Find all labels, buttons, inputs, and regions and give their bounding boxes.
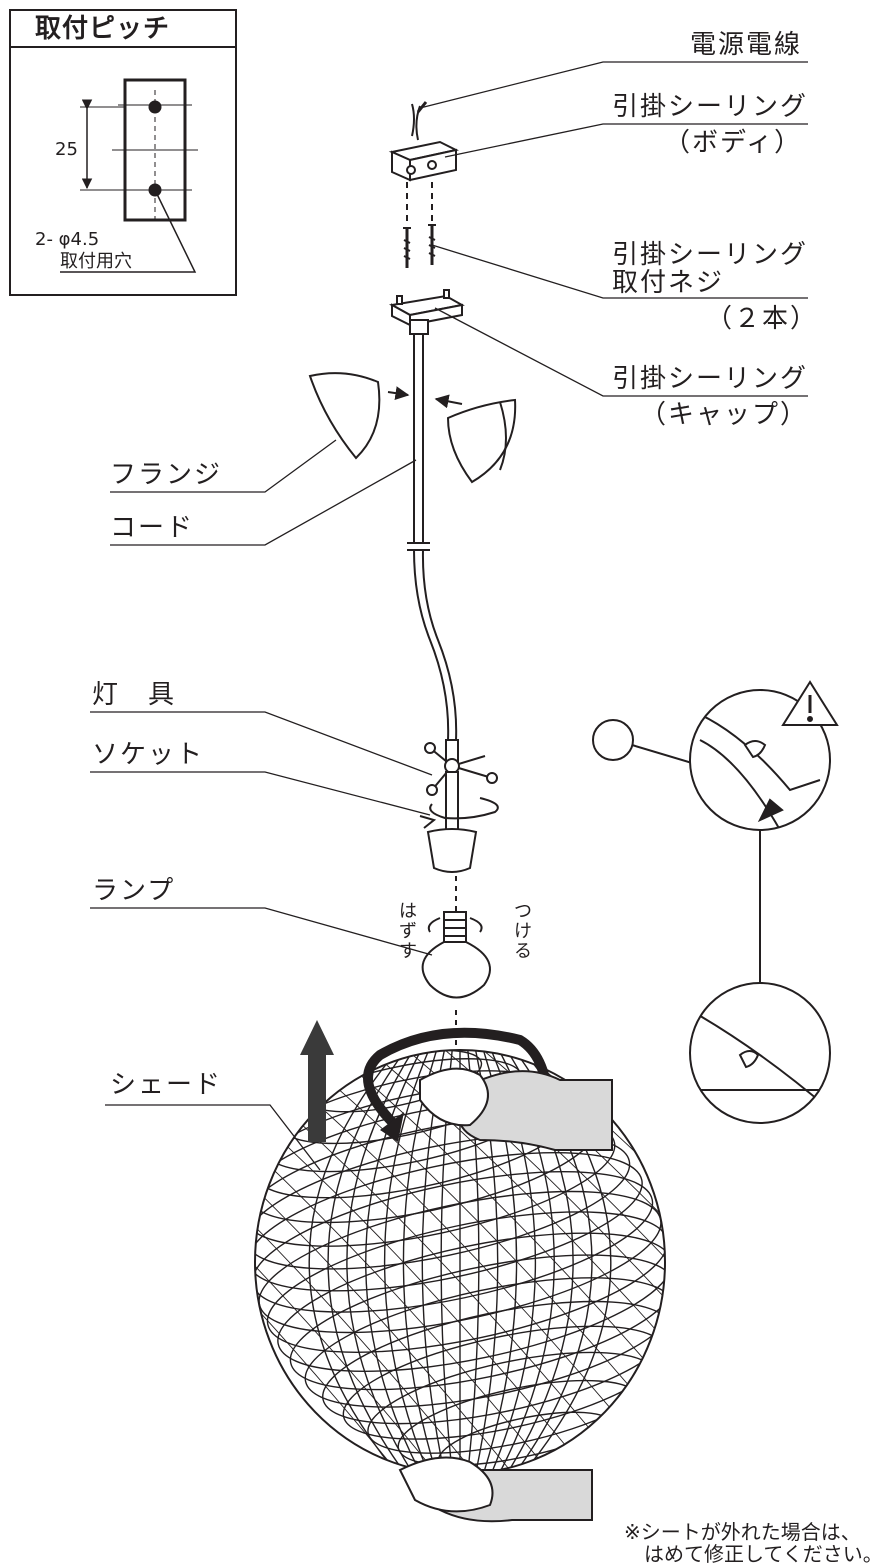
flange-halves (308, 372, 517, 484)
shade-rib (383, 1050, 430, 1474)
label-ceiling-cap-sub: （キャップ） (640, 400, 809, 430)
ceiling-cap (389, 289, 465, 335)
fixture-body (419, 739, 499, 873)
label-flange: フランジ (110, 460, 223, 490)
shade-diagonal (255, 1050, 362, 1474)
shade-band (277, 1232, 665, 1372)
note-line-2: はめて修正してください。 (644, 1542, 883, 1566)
shade-band (255, 1133, 631, 1270)
cord-upper (407, 334, 458, 741)
shade-diagonal (255, 1050, 514, 1474)
label-power-wire: 電源電線 (690, 30, 803, 60)
detail-zoom (592, 689, 831, 1124)
shade-diagonal (255, 1050, 400, 1474)
label-ceiling-cap: 引掛シーリング (612, 364, 809, 394)
shade-band (266, 1211, 665, 1353)
label-ceiling-screw-sub: 取付ネジ (612, 268, 725, 298)
label-socket: ソケット (92, 740, 205, 770)
lower-hand (398, 1456, 593, 1523)
label-lamp: ランプ (92, 876, 176, 906)
ceiling-body (388, 140, 459, 182)
mounting-pitch-box (9, 9, 237, 296)
shade-diagonal (255, 1050, 286, 1474)
shade-band (342, 1325, 665, 1440)
leader-lines (90, 61, 808, 1171)
lift-arrow (300, 1020, 334, 1142)
power-wire (411, 101, 428, 141)
pitch-title: 取付ピッチ (35, 14, 171, 44)
shade-diagonal (255, 1050, 552, 1474)
label-ceiling-body-sub: （ボディ） (664, 128, 803, 158)
note-line-1: ※シートが外れた場合は、 (624, 1520, 861, 1544)
shade-rib (308, 1050, 399, 1474)
shade-band (322, 1300, 665, 1425)
mount-screws (403, 182, 436, 268)
label-remove: はずす (399, 901, 417, 962)
shade-band (255, 1152, 643, 1292)
shade-diagonal (330, 1050, 665, 1474)
shade-diagonal (255, 1050, 324, 1474)
label-ceiling-screw: 引掛シーリング (612, 240, 809, 270)
label-ceiling-body: 引掛シーリング (612, 92, 809, 122)
shade-band (255, 1171, 654, 1313)
label-shade: シェード (110, 1070, 223, 1100)
shade-band (304, 1277, 665, 1408)
rotation-arrow (363, 1027, 553, 1142)
lamp-bulb (421, 876, 491, 1050)
pitch-holes-label: 取付用穴 (60, 251, 132, 272)
shade-band (289, 1254, 665, 1391)
shade-rib (327, 1050, 406, 1474)
label-cord: コード (110, 513, 195, 543)
warning-triangle-icon (781, 680, 839, 726)
shade-band (258, 1190, 662, 1334)
label-ceiling-screw-qty: （２本） (706, 304, 819, 334)
upper-hand (419, 1067, 613, 1151)
shade-diagonal (255, 1050, 590, 1474)
label-attach: つける (514, 901, 532, 962)
label-fixture: 灯 具 (92, 680, 177, 710)
shade-diagonal (255, 1050, 476, 1474)
shade-diagonal (255, 1050, 438, 1474)
shade-band (367, 1351, 656, 1454)
pitch-holes-size: 2- φ4.5 (35, 229, 100, 250)
pitch-dimension: 25 (55, 139, 78, 160)
